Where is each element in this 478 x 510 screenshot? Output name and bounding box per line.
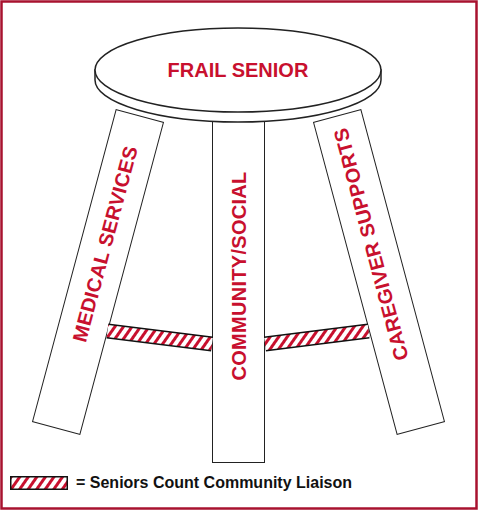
crossbar-hatch [107,331,212,344]
seat-label-area: FRAIL SENIOR [93,26,383,114]
leg-label: MEDICAL SERVICES [68,143,142,344]
stool-leg: MEDICAL SERVICES [31,109,163,435]
leg-label: COMMUNITY/SOCIAL [227,171,250,380]
crossbar-outline [107,331,212,344]
crossbar-hatch [265,331,369,344]
stool-seat: FRAIL SENIOR [93,26,383,126]
seat-top [95,28,381,112]
leg-label: CAREGIVER SUPPORTS [329,125,413,363]
stool-leg: COMMUNITY/SOCIAL [212,116,265,463]
seat-label: FRAIL SENIOR [168,59,309,82]
liaison-crossbar [265,331,369,344]
liaison-crossbar [107,331,212,344]
legend: = Seniors Count Community Liaison [10,474,352,492]
crossbar-outline [265,331,369,344]
stool-leg: CAREGIVER SUPPORTS [312,109,444,435]
legend-swatch [10,476,68,490]
legend-label: = Seniors Count Community Liaison [76,474,352,492]
